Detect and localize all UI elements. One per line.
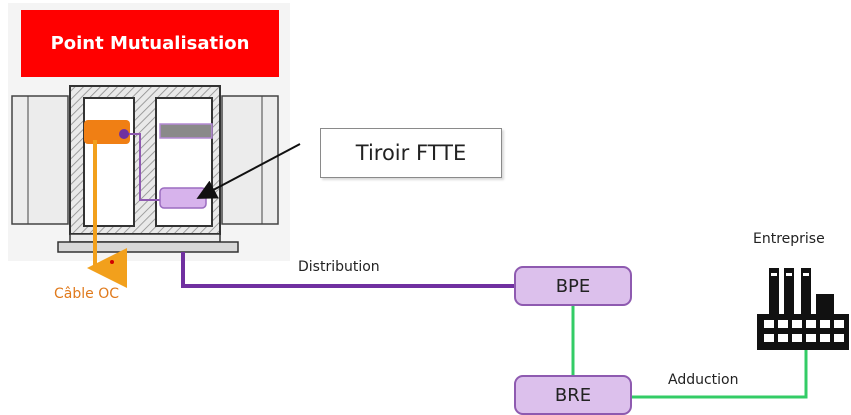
connector-dot (119, 129, 129, 139)
bre-node: BRE (514, 375, 632, 415)
adduction-label: Adduction (668, 372, 739, 388)
rack-cabinet (69, 85, 221, 243)
patch-cord (124, 133, 164, 201)
red-dot (110, 260, 114, 264)
point-mutualisation-title: Point Mutualisation (21, 10, 279, 77)
patch-outline (159, 123, 213, 139)
tiroir-ftte-callout: Tiroir FTTE (320, 128, 502, 178)
adduction-line (630, 350, 808, 399)
tiroir-ftte-drawer (159, 187, 207, 209)
rack-side-left (11, 95, 69, 225)
orange-cable-module (84, 120, 130, 144)
entreprise-label: Entreprise (753, 231, 825, 247)
cable-oc-label: Câble OC (54, 286, 119, 302)
distribution-label: Distribution (298, 259, 380, 275)
distribution-line (181, 252, 514, 288)
rack-base (57, 241, 239, 253)
grey-module (160, 124, 212, 138)
factory-icon (757, 268, 849, 350)
callout-pointer (196, 143, 301, 199)
bpe-node: BPE (514, 266, 632, 306)
